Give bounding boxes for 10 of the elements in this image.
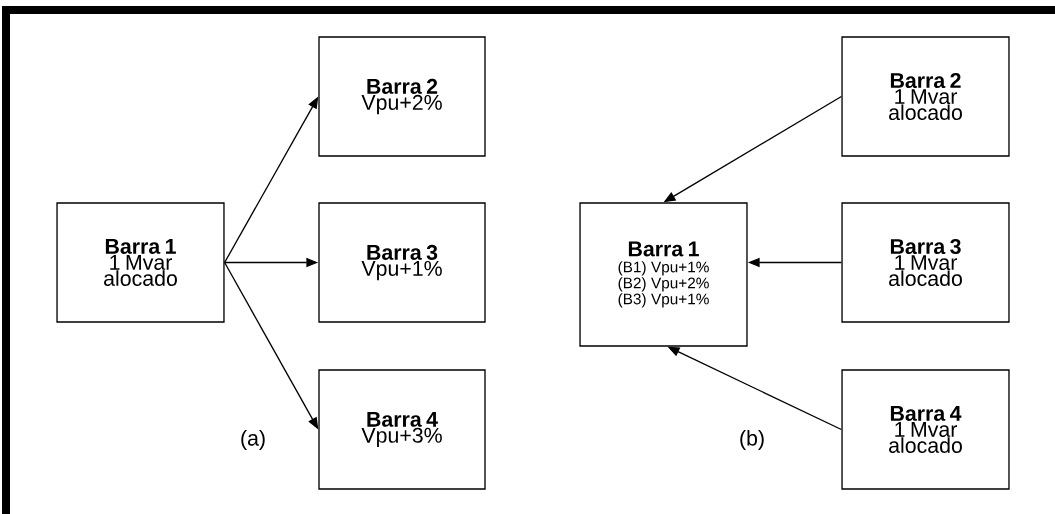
bus-box: Barra 2 Vpu+2% [318,36,486,157]
bus-box: Barra 4 Vpu+3% [318,369,486,490]
panel-label: (a) [241,430,265,450]
bus-box: Barra 1 (B1) Vpu+1% (B2) Vpu+2% (B3) Vpu+1% [579,202,748,347]
bus-box: Barra 2 1 Mvar alocado [841,36,1010,157]
panel-label: (b) [740,430,764,450]
bus-box: Barra 4 1 Mvar alocado [841,369,1010,490]
bus-box: Barra 1 1 Mvar alocado [56,202,225,323]
bus-box: Barra 3 1 Mvar alocado [841,202,1010,323]
bus-box: Barra 3 Vpu+1% [318,202,486,323]
